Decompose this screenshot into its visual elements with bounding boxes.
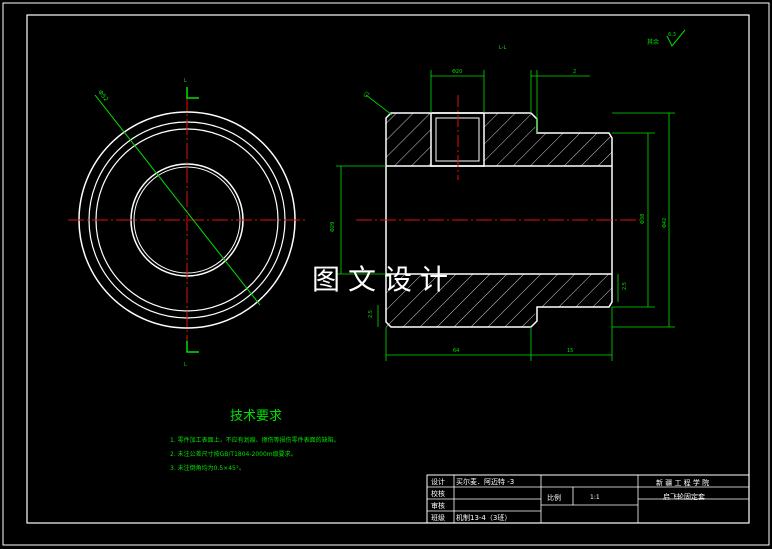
section-view: Φ20 2 L-L C1 Φ29 2.5 Φ38 Φ42 2.5 64	[330, 45, 675, 361]
step-len-label: 15	[567, 348, 573, 354]
bore-label: Φ29	[330, 222, 336, 232]
scale-label: 比例	[547, 493, 561, 502]
designer-name: 买尔麦．阿迈特 -3	[456, 477, 514, 486]
roughness-check-icon	[666, 29, 686, 47]
diameter-leader	[94, 94, 261, 306]
section-label: L-L	[499, 45, 507, 51]
title-block: 设计 校核 审核 班级 买尔麦．阿迈特 -3 机制13-4（3班） 比例 1:1…	[426, 474, 750, 524]
scale-value: 1:1	[590, 494, 600, 501]
roughness-note: 其余	[647, 38, 659, 46]
class-name: 机制13-4（3班）	[456, 513, 511, 522]
section-mark-top	[186, 87, 199, 99]
outer-dia-label: Φ42	[662, 218, 668, 228]
tech-note-2: 2. 未注公差尺寸按GB/T1804-2000m级要求。	[170, 450, 297, 458]
part-name: 启飞轮固定套	[663, 492, 705, 501]
hatch-top-right	[484, 113, 612, 166]
school-name: 新 疆 工 程 学 院	[656, 478, 709, 487]
circle-dia-label: Φ52	[96, 89, 109, 103]
tech-requirements: 技术要求 1. 零件加工表面上，不应有划痕、擦伤等损伤零件表面的缺陷。 2. 未…	[170, 409, 340, 472]
watermark-text: 图文设计	[312, 263, 457, 296]
total-len-label: 64	[453, 348, 459, 354]
hole-width-label: Φ20	[452, 69, 462, 75]
section-letter-bottom: L	[184, 362, 187, 368]
tech-note-3: 3. 未注倒角均为0.5×45°。	[170, 464, 245, 472]
tech-title: 技术要求	[230, 409, 282, 424]
inner-dia-label: Φ38	[640, 214, 646, 224]
role-class: 班级	[431, 513, 445, 522]
groove-label: 2	[573, 69, 576, 75]
role-design: 设计	[431, 477, 445, 486]
chamfer-label: C1	[363, 90, 372, 99]
chamfer-leader	[365, 94, 393, 116]
role-review: 审核	[431, 501, 445, 510]
role-check: 校核	[431, 489, 445, 498]
roughness-symbol: 其余 6.3	[647, 29, 686, 47]
roughness-value: 6.3	[668, 32, 676, 38]
left-small-label: 2.5	[368, 310, 374, 318]
right-small-label: 2.5	[622, 282, 628, 290]
front-view: Φ52 L L	[68, 78, 306, 368]
inner-frame	[26, 14, 750, 524]
hatch-top-left	[386, 113, 431, 166]
tech-note-1: 1. 零件加工表面上，不应有划痕、擦伤等损伤零件表面的缺陷。	[170, 436, 340, 444]
section-letter-top: L	[184, 78, 187, 84]
hatch-bottom	[386, 274, 612, 327]
section-mark-bottom	[186, 341, 199, 353]
